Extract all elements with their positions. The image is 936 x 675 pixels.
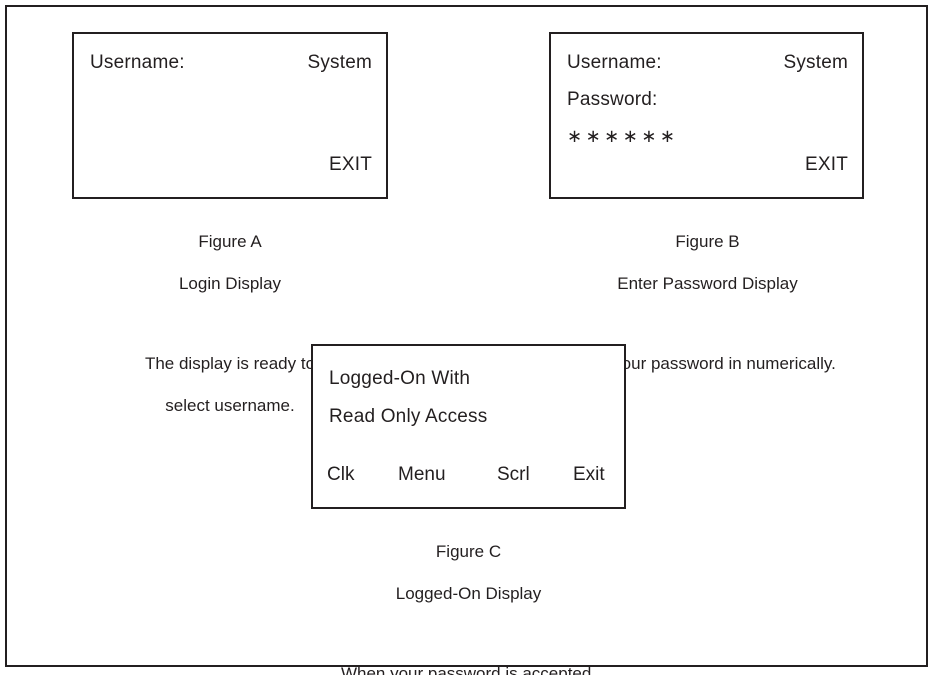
figure-label-c: Figure C [435, 542, 502, 561]
caption-a: Figure A Login Display The display is re… [72, 210, 388, 458]
softkey-exit-c[interactable]: Exit [573, 464, 605, 485]
password-masked-input[interactable]: ∗∗∗∗∗∗ [567, 126, 679, 146]
password-label-b: Password: [567, 89, 658, 110]
username-value-b[interactable]: System [783, 52, 848, 73]
description-line: select username. [165, 396, 295, 415]
username-value-a[interactable]: System [307, 52, 372, 73]
figure-title-b: Enter Password Display [617, 274, 798, 293]
caption-c: Figure C Logged-On Display When your pas… [291, 520, 646, 675]
display-panel-a: Username: System EXIT [72, 32, 388, 199]
figure-title-c: Logged-On Display [395, 584, 542, 603]
username-label-a: Username: [90, 52, 185, 73]
figure-description-c: When your password is accepted, the disp… [291, 642, 646, 675]
softkey-clk[interactable]: Clk [327, 464, 355, 485]
figure-title-a: Login Display [178, 274, 282, 293]
softkey-exit-b[interactable]: EXIT [804, 154, 848, 175]
status-line-2: Read Only Access [329, 406, 488, 427]
status-line-1: Logged-On With [329, 368, 471, 389]
figure-label-b: Figure B [675, 232, 740, 251]
softkey-scrl[interactable]: Scrl [497, 464, 530, 485]
display-panel-c: Logged-On With Read Only Access Clk Menu… [311, 344, 626, 509]
softkey-exit-a[interactable]: EXIT [328, 154, 372, 175]
display-panel-b: Username: System Password: ∗∗∗∗∗∗ EXIT [549, 32, 864, 199]
description-line: When your password is accepted, [340, 664, 597, 675]
softkey-menu[interactable]: Menu [398, 464, 446, 485]
figure-description-a: The display is ready to select username. [72, 332, 388, 437]
figure-label-a: Figure A [198, 232, 262, 251]
description-line: The display is ready to [144, 354, 316, 373]
username-label-b: Username: [567, 52, 662, 73]
